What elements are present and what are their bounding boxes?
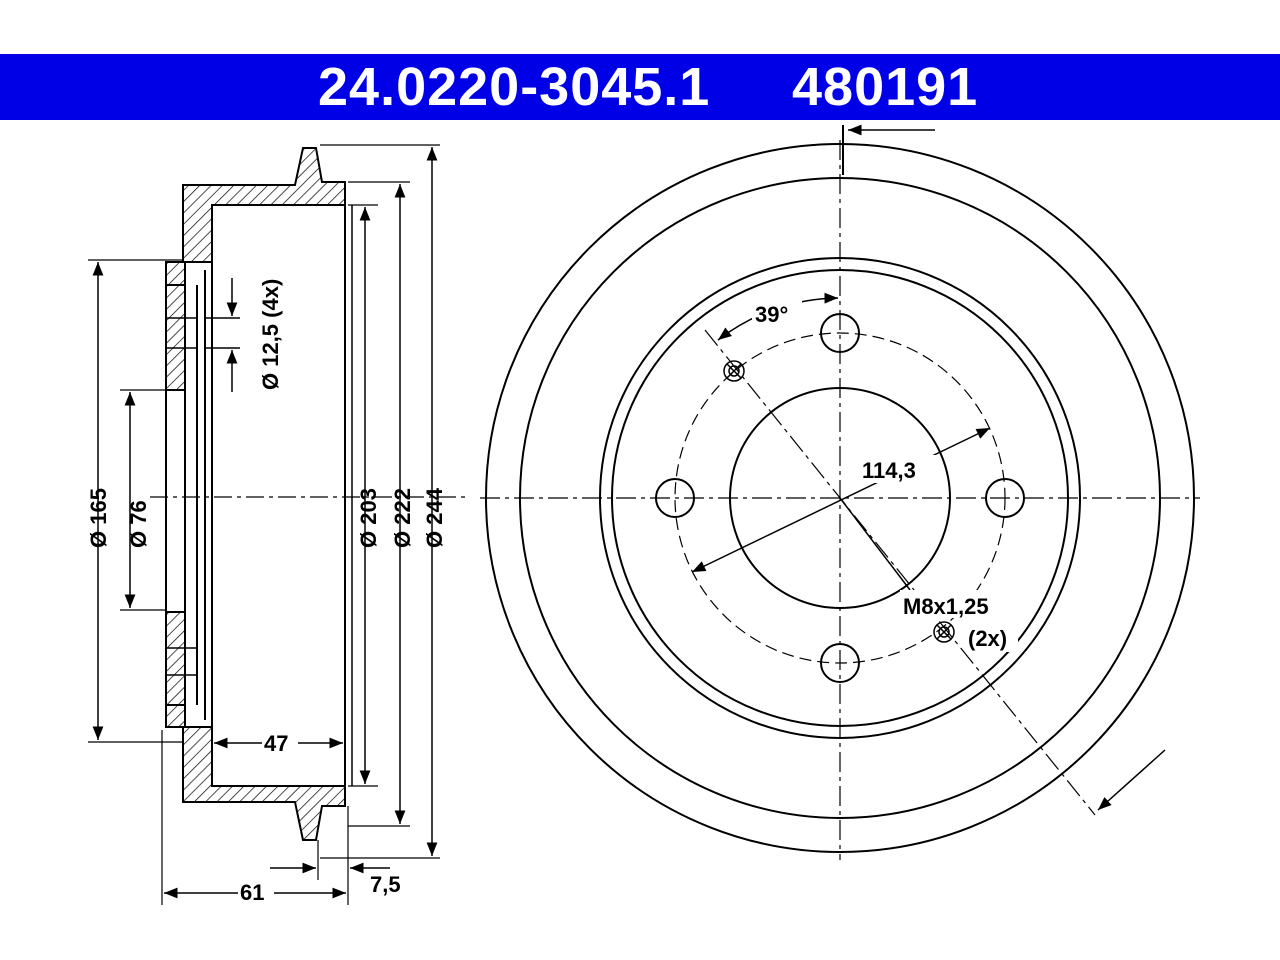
- label-pcd: 114,3: [862, 458, 916, 483]
- bolt-hole-slot-top: [166, 317, 197, 349]
- side-view: [88, 144, 470, 905]
- label-d76: Ø 76: [126, 500, 151, 548]
- hub-flange-bottom: [165, 611, 186, 706]
- label-hole: Ø 12,5 (4x): [258, 279, 283, 390]
- label-w75: 7,5: [370, 872, 401, 897]
- header-band: [0, 54, 1280, 120]
- label-angle: 39°: [755, 302, 788, 327]
- label-thread-count: (2x): [968, 626, 1007, 651]
- label-w47: 47: [264, 731, 288, 756]
- label-d165: Ø 165: [86, 488, 111, 548]
- reference-number: 480191: [792, 57, 979, 117]
- label-d244: Ø 244: [422, 487, 447, 548]
- drum-section-top: [165, 147, 346, 286]
- thread-hole-upper: [723, 360, 745, 382]
- label-thread: M8x1,25: [903, 594, 989, 619]
- label-d203: Ø 203: [356, 488, 381, 548]
- label-d222: Ø 222: [390, 488, 415, 548]
- label-w61: 61: [240, 880, 264, 905]
- part-number: 24.0220-3045.1: [318, 57, 711, 117]
- front-view: [480, 124, 1200, 860]
- drum-section-bottom: [165, 704, 346, 841]
- hub-flange-top: [165, 284, 186, 391]
- bolt-hole-slot-bottom: [166, 647, 197, 676]
- front-centerline-diagonal: [704, 329, 1096, 816]
